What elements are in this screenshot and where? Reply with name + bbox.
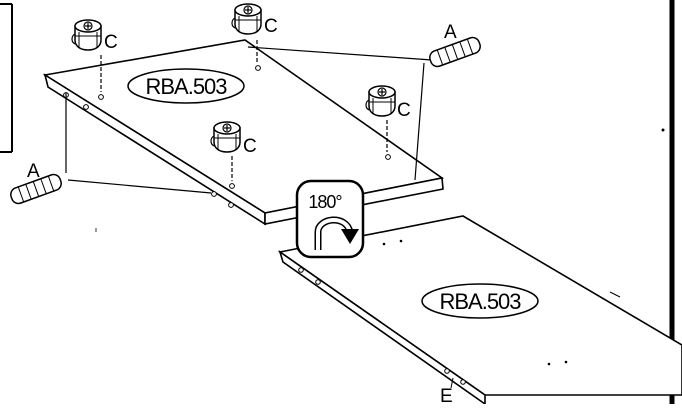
svg-text:C: C bbox=[397, 100, 410, 121]
bottom-panel-label: RBA.503 bbox=[421, 283, 539, 319]
cam-stems bbox=[100, 40, 388, 181]
svg-text:RBA.503: RBA.503 bbox=[439, 289, 521, 314]
rotate-180-badge: 180° bbox=[295, 179, 365, 259]
dowel-right: A bbox=[429, 22, 481, 68]
left-frame-box bbox=[0, 3, 13, 153]
svg-text:A: A bbox=[444, 22, 457, 43]
svg-text:180°: 180° bbox=[308, 192, 342, 212]
top-shelf-panel bbox=[42, 39, 444, 226]
svg-text:A: A bbox=[27, 161, 40, 182]
svg-text:C: C bbox=[264, 16, 277, 37]
svg-text:C: C bbox=[243, 136, 256, 157]
cam-fitting-1: C bbox=[71, 19, 118, 53]
cam-fitting-3: C bbox=[365, 85, 411, 121]
leader-lines bbox=[65, 46, 433, 194]
dowel-left: A bbox=[10, 161, 62, 205]
edge-label: E bbox=[440, 377, 454, 407]
svg-text:RBA.503: RBA.503 bbox=[145, 74, 227, 99]
svg-text:C: C bbox=[104, 32, 117, 53]
svg-text:E: E bbox=[440, 386, 452, 404]
cam-fitting-2: C bbox=[231, 3, 278, 37]
rotate-arrow-head-icon bbox=[341, 229, 359, 244]
cam-fitting-4: C bbox=[210, 121, 257, 157]
top-panel-label: RBA.503 bbox=[127, 68, 245, 104]
